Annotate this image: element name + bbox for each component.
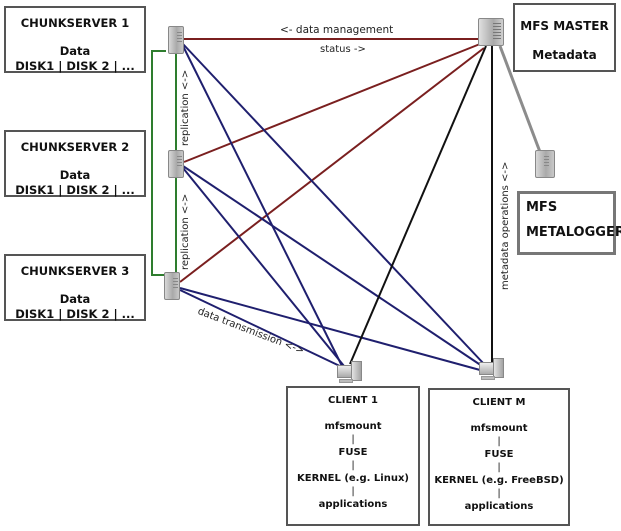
- chunkserver-1-data: Data: [59, 44, 91, 58]
- chunkserver-2-data: Data: [59, 168, 91, 182]
- chunkserver-3-icon: [164, 272, 180, 300]
- chunkserver-2-box: CHUNKSERVER 2 Data DISK1 | DISK 2 | ...: [4, 130, 146, 197]
- data-line-cs1-c1: [182, 45, 343, 367]
- chunkserver-1-box: CHUNKSERVER 1 Data DISK1 | DISK 2 | ...: [4, 6, 146, 73]
- chunkserver-1-title: CHUNKSERVER 1: [20, 16, 130, 30]
- client-m-computer-icon: [479, 358, 505, 382]
- metalogger-line-2: METALOGGER: [526, 225, 621, 240]
- client-m-box: CLIENT M mfsmount | FUSE | KERNEL (e.g. …: [428, 388, 570, 526]
- data-line-cs3-cm: [179, 287, 481, 371]
- chunkserver-3-data: Data: [59, 292, 91, 306]
- management-line-cs3: [179, 47, 485, 283]
- client-m-mfsmount: mfsmount: [470, 423, 528, 434]
- data-line-cs3-c1: [179, 289, 345, 369]
- replication-label-2: replication <->: [180, 193, 191, 270]
- metalogger-line-1: MFS: [526, 200, 558, 215]
- client-1-box: CLIENT 1 mfsmount | FUSE | KERNEL (e.g. …: [286, 386, 420, 526]
- chunkserver-2-title: CHUNKSERVER 2: [20, 140, 130, 154]
- mfs-master-title: MFS MASTER: [520, 19, 609, 33]
- separator: |: [351, 434, 355, 445]
- chunkserver-1-icon: [168, 26, 184, 54]
- client-1-title: CLIENT 1: [328, 395, 378, 406]
- replication-label-1: replication <->: [180, 69, 191, 146]
- master-server-icon: [478, 18, 504, 46]
- metalogger-line: [498, 45, 542, 153]
- separator: |: [497, 436, 501, 447]
- chunkserver-2-disks: DISK1 | DISK 2 | ...: [15, 183, 135, 197]
- client-1-applications: applications: [318, 499, 388, 510]
- chunkserver-3-title: CHUNKSERVER 3: [20, 264, 130, 278]
- separator: |: [497, 488, 501, 499]
- client-m-fuse: FUSE: [484, 449, 514, 460]
- mfs-metalogger-box: MFS METALOGGER: [517, 191, 621, 255]
- data-management-label: <- data management: [280, 24, 394, 36]
- chunkserver-2-icon: [168, 150, 184, 178]
- client-1-computer-icon: [337, 361, 363, 385]
- separator: |: [497, 462, 501, 473]
- client-1-mfsmount: mfsmount: [324, 421, 382, 432]
- metalogger-server-icon: [535, 150, 555, 178]
- replication-bracket: [151, 50, 166, 276]
- client-1-fuse: FUSE: [338, 447, 368, 458]
- client-m-applications: applications: [464, 501, 534, 512]
- metadata-line-c1: [349, 45, 487, 365]
- client-m-kernel: KERNEL (e.g. FreeBSD): [434, 475, 564, 486]
- data-line-cs1-cm: [182, 43, 485, 365]
- separator: |: [351, 460, 355, 471]
- metadata-operations-label: metadata operations <->: [500, 161, 511, 290]
- data-line-cs2-cm: [182, 165, 483, 367]
- status-label: status ->: [320, 44, 366, 55]
- management-line-cs2: [183, 43, 481, 163]
- mfs-master-subtitle: Metadata: [532, 48, 597, 62]
- client-m-title: CLIENT M: [472, 397, 526, 408]
- separator: |: [351, 486, 355, 497]
- chunkserver-3-disks: DISK1 | DISK 2 | ...: [15, 307, 135, 321]
- chunkserver-1-disks: DISK1 | DISK 2 | ...: [15, 59, 135, 73]
- data-line-cs2-c1: [182, 167, 345, 367]
- mfs-master-box: MFS MASTER Metadata: [513, 3, 616, 72]
- chunkserver-3-box: CHUNKSERVER 3 Data DISK1 | DISK 2 | ...: [4, 254, 146, 321]
- client-1-kernel: KERNEL (e.g. Linux): [297, 473, 409, 484]
